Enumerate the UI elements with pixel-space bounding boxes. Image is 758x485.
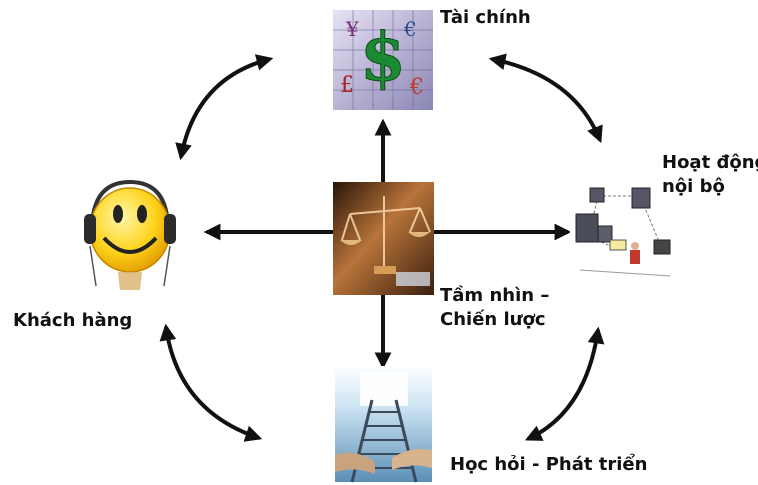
learning-ladder-image: [335, 366, 432, 483]
finance-label: Tài chính: [440, 7, 531, 28]
vision-strategy-label: Tầm nhìn – Chiến lược: [440, 284, 549, 332]
svg-text:£: £: [340, 73, 354, 98]
center-arrows: [203, 118, 572, 370]
learning-growth-label: Học hỏi - Phát triển: [450, 454, 648, 475]
internal-network-image: [570, 182, 671, 277]
cycle-arrows: [159, 53, 605, 442]
svg-text:$: $: [360, 18, 406, 96]
internal-operations-label-line1: Hoạt động: [662, 152, 758, 173]
svg-text:€: €: [409, 75, 424, 100]
curve-arrow-top-left: [175, 54, 274, 161]
curve-arrow-bottom-left: [159, 323, 263, 442]
internal-operations-label: Hoạt động nội bộ: [662, 151, 758, 199]
svg-text:¥: ¥: [345, 17, 359, 41]
customer-label: Khách hàng: [13, 310, 133, 331]
vision-strategy-label-line1: Tầm nhìn –: [440, 285, 550, 306]
finance-image: $ ¥ € £ €: [333, 10, 433, 110]
internal-operations-label-line2: nội bộ: [662, 176, 725, 197]
vision-strategy-label-line2: Chiến lược: [440, 309, 546, 330]
svg-text:€: €: [403, 17, 417, 41]
curve-arrow-top-right: [488, 53, 603, 144]
customer-smiley-image: [84, 179, 176, 290]
vision-scales-image: [333, 182, 434, 295]
curve-arrow-bottom-right: [524, 326, 605, 441]
